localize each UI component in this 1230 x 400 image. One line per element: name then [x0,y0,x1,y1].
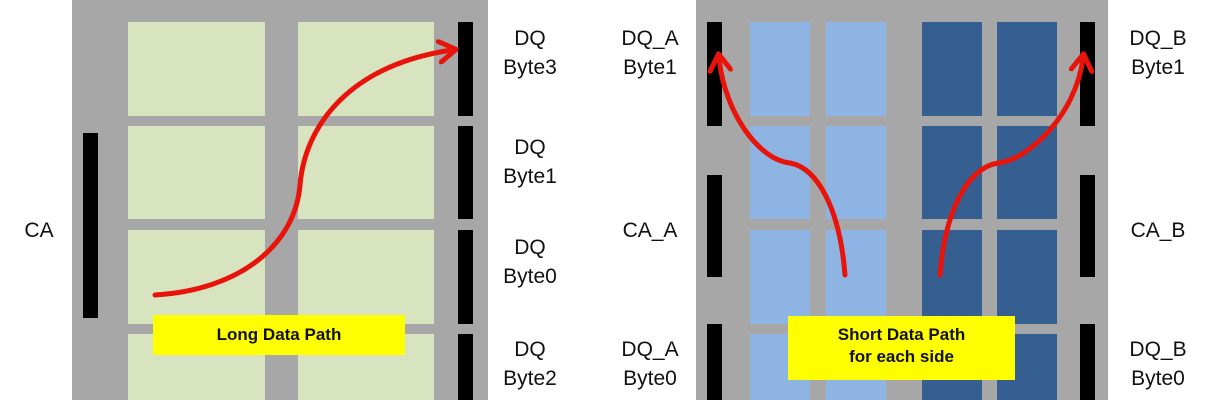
ca-a-label: CA_A [622,219,678,242]
memory-bank [997,126,1057,219]
dq-byte3-pad [458,22,473,116]
dq-label-line2: Byte0 [1131,367,1185,390]
memory-bank [997,230,1057,324]
dq-label-line1: DQ [514,27,546,50]
ca-pad [83,133,98,318]
dq-a-byte0-pad [707,324,722,400]
memory-bank [750,22,810,116]
memory-bank [128,230,265,324]
memory-bank [750,230,810,324]
ca-a-pad [707,175,722,277]
dq-label-line1: DQ_A [621,338,679,361]
memory-bank [128,126,265,219]
long-data-path-arrow [152,50,452,298]
long-data-path-text: Long Data Path [216,325,342,344]
dq-byte0-label: DQ Byte0 [494,233,566,291]
dq-label-line2: Byte0 [623,367,677,390]
dq-label-line2: Byte3 [503,56,557,79]
ca-b-pad [1080,175,1095,277]
side-a-banks [750,22,886,400]
dq-byte1-pad [458,126,473,219]
dq-label-line2: Byte1 [1131,56,1185,79]
dq-label-line1: DQ_A [621,27,679,50]
dq-b-byte0-label: DQ_B Byte0 [1116,335,1200,393]
dq-a-byte0-label: DQ_A Byte0 [608,335,692,393]
left-die-pads [83,22,473,400]
dq-label-line2: Byte1 [503,165,557,188]
dq-label-line1: DQ [514,338,546,361]
ca-label: CA [24,219,54,242]
dq-label-line1: DQ_B [1129,338,1187,361]
memory-bank [922,230,982,324]
short-data-path-line2: for each side [849,347,954,366]
dq-label-line1: DQ [514,136,546,159]
short-data-path-callout: Short Data Path for each side [788,316,1015,380]
side-a-data-path-arrow [719,58,848,278]
memory-bank [922,22,982,116]
dq-byte2-label: DQ Byte2 [494,335,566,393]
dq-byte0-pad [458,230,473,324]
memory-bank [997,22,1057,116]
memory-bank [750,126,810,219]
dq-a-byte1-label: DQ_A Byte1 [608,24,692,82]
memory-bank [826,230,886,324]
short-data-path-line1: Short Data Path [837,325,966,344]
dq-a-byte1-pad [707,22,722,126]
left-die-banks [128,22,434,400]
dq-label-line2: Byte0 [503,265,557,288]
dq-label-line2: Byte2 [503,367,557,390]
dq-byte3-label: DQ Byte3 [494,24,566,82]
dq-byte2-pad [458,334,473,400]
dq-label-line1: DQ [514,236,546,259]
dq-b-byte1-label: DQ_B Byte1 [1116,24,1200,82]
ca-b-label: CA_B [1130,219,1186,242]
memory-bank [128,22,265,116]
right-die-pads [707,22,1095,400]
memory-bank [298,230,434,324]
memory-bank [298,126,434,219]
dq-byte1-label: DQ Byte1 [494,133,566,191]
dq-label-line1: DQ_B [1129,27,1187,50]
memory-bank [826,126,886,219]
dq-b-byte0-pad [1080,324,1095,400]
memory-bank [826,22,886,116]
long-data-path-callout: Long Data Path [153,315,405,355]
memory-bank [922,126,982,219]
left-die [72,0,488,400]
memory-bank [298,22,434,116]
dq-label-line2: Byte1 [623,56,677,79]
side-b-data-path-arrow [937,58,1083,278]
